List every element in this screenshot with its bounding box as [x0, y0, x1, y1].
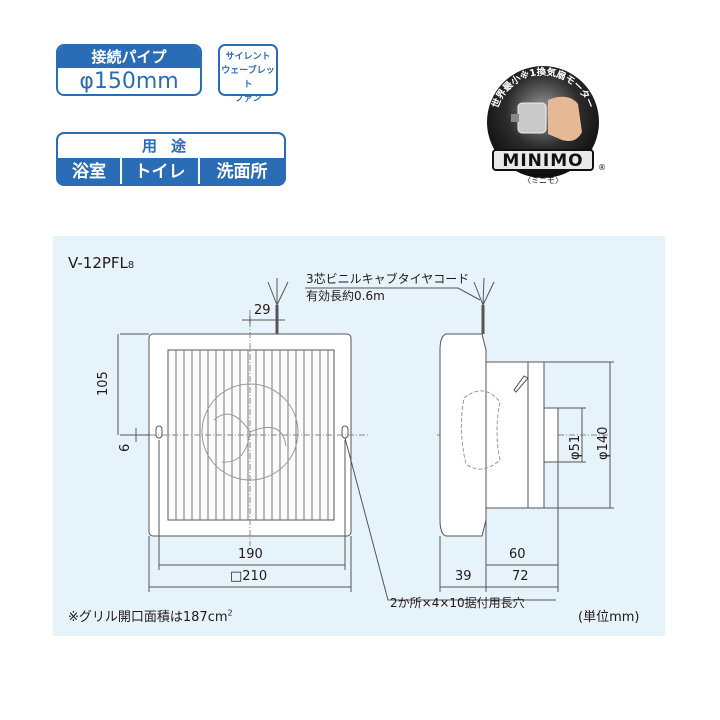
- dim-210: □210: [230, 569, 268, 584]
- usage-badge: 用途 浴室 トイレ 洗面所: [56, 132, 286, 186]
- silent-badge-line: サイレント: [225, 52, 271, 62]
- silent-fan-badge: サイレント ウェーブレット ファン: [218, 44, 278, 104]
- dim-51: φ51: [568, 434, 583, 460]
- silent-badge-line: ファン: [234, 94, 262, 104]
- cord-label: 3芯ビニルキャブタイヤコード: [306, 272, 470, 286]
- cord-wires-side: [473, 277, 495, 306]
- pipe-size-badge: 接続パイプ φ150mm: [56, 44, 202, 96]
- footnote-sup: 2: [227, 608, 233, 618]
- mount-hole-note: 2か所×4×10据付用長穴: [390, 596, 525, 610]
- minimo-motor-logo: 世界最小※1換気扇モーター MINIMO ® 〈ミニモ〉: [487, 66, 606, 185]
- registered-mark: ®: [598, 163, 606, 172]
- dim-140: φ140: [596, 426, 611, 460]
- usage-item-washroom: 洗面所: [216, 162, 268, 182]
- brand-reading: 〈ミニモ〉: [523, 176, 563, 185]
- model-suffix: 8: [127, 260, 135, 271]
- dim-72: 72: [512, 569, 529, 584]
- motor-shaft-icon: [511, 114, 519, 122]
- cord-leader: [305, 287, 481, 301]
- grille-area-footnote: ※グリル開口面積は187cm2: [68, 608, 233, 625]
- side-grille: [439, 333, 487, 537]
- dim-39: 39: [455, 569, 472, 584]
- dim-29: 29: [254, 303, 271, 318]
- side-duct: [543, 407, 559, 463]
- side-flange: [527, 361, 545, 509]
- pipe-badge-title: 接続パイプ: [58, 46, 200, 68]
- hand-icon: [548, 96, 582, 141]
- center-lines: [128, 310, 610, 546]
- usage-item-toilet: トイレ: [122, 158, 200, 184]
- side-body: [485, 361, 529, 509]
- dim-60: 60: [509, 547, 526, 562]
- mount-hole-left: [155, 425, 163, 439]
- cord-length: 有効長約0.6m: [306, 289, 385, 303]
- unit-note: (単位mm): [578, 610, 640, 625]
- usage-item-bath: 浴室: [58, 158, 122, 184]
- dim-190: 190: [238, 547, 263, 562]
- cord-wires-front: [267, 278, 289, 306]
- dim-6: 6: [118, 443, 133, 452]
- pipe-badge-value: φ150mm: [79, 69, 179, 94]
- hole-leader: [344, 437, 556, 601]
- silent-badge-line: ウェーブレット: [221, 66, 275, 90]
- brand-name: MINIMO: [502, 151, 583, 171]
- brand-plate: [492, 149, 594, 171]
- usage-badge-title: 用途: [58, 134, 284, 158]
- dim-105: 105: [96, 371, 111, 396]
- model-name: V-12PFL8: [68, 254, 135, 272]
- side-fan-hidden: [460, 390, 501, 470]
- side-bracket: [513, 375, 529, 393]
